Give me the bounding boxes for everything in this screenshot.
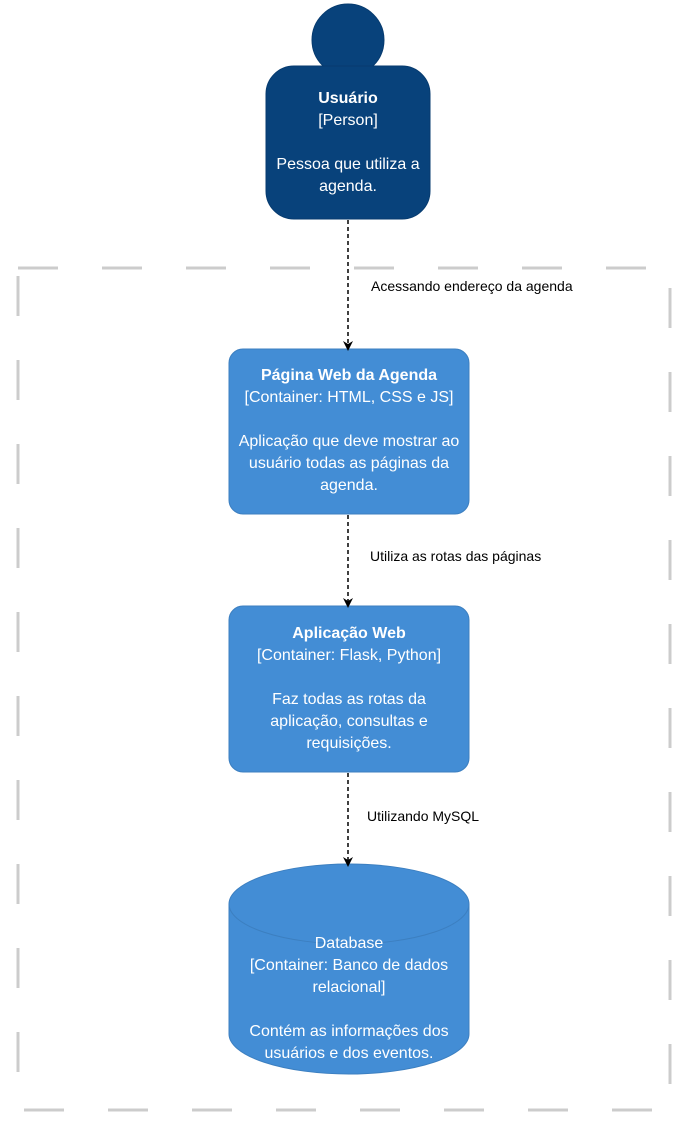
user-description: Pessoa que utiliza a agenda. <box>276 156 420 195</box>
person-head <box>311 3 385 77</box>
edge-label-webapp-to-database: Utilizando MySQL <box>367 808 480 824</box>
user-title: Usuário <box>318 90 378 107</box>
webapp-description: Faz todas as rotas da aplicação, consult… <box>270 691 428 752</box>
webpage-node-text: Página Web da Agenda [Container: HTML, C… <box>229 365 469 497</box>
database-title: Database <box>314 935 384 952</box>
database-cylinder-rim <box>228 903 470 945</box>
user-kind: [Person] <box>318 112 378 129</box>
webapp-node-text: Aplicação Web [Container: Flask, Python]… <box>229 623 469 755</box>
webpage-kind: [Container: HTML, CSS e JS] <box>244 389 454 406</box>
webapp-kind: [Container: Flask, Python] <box>256 647 442 664</box>
webpage-description: Aplicação que deve mostrar ao usuário to… <box>238 433 460 494</box>
edge-label-user-to-webpage: Acessando endereço da agenda <box>371 278 573 294</box>
database-node-text: Database [Container: Banco de dados rela… <box>229 933 469 1065</box>
database-kind: [Container: Banco de dados relacional] <box>249 957 449 996</box>
edge-label-webpage-to-webapp: Utiliza as rotas das páginas <box>370 548 542 564</box>
database-description: Contém as informações dos usuários e dos… <box>249 1023 449 1062</box>
user-node-text: Usuário [Person] Pessoa que utiliza a ag… <box>266 88 430 198</box>
person-body <box>265 65 431 220</box>
webapp-title: Aplicação Web <box>292 625 406 642</box>
database-cylinder <box>228 863 470 1075</box>
webpage-title: Página Web da Agenda <box>260 367 438 384</box>
